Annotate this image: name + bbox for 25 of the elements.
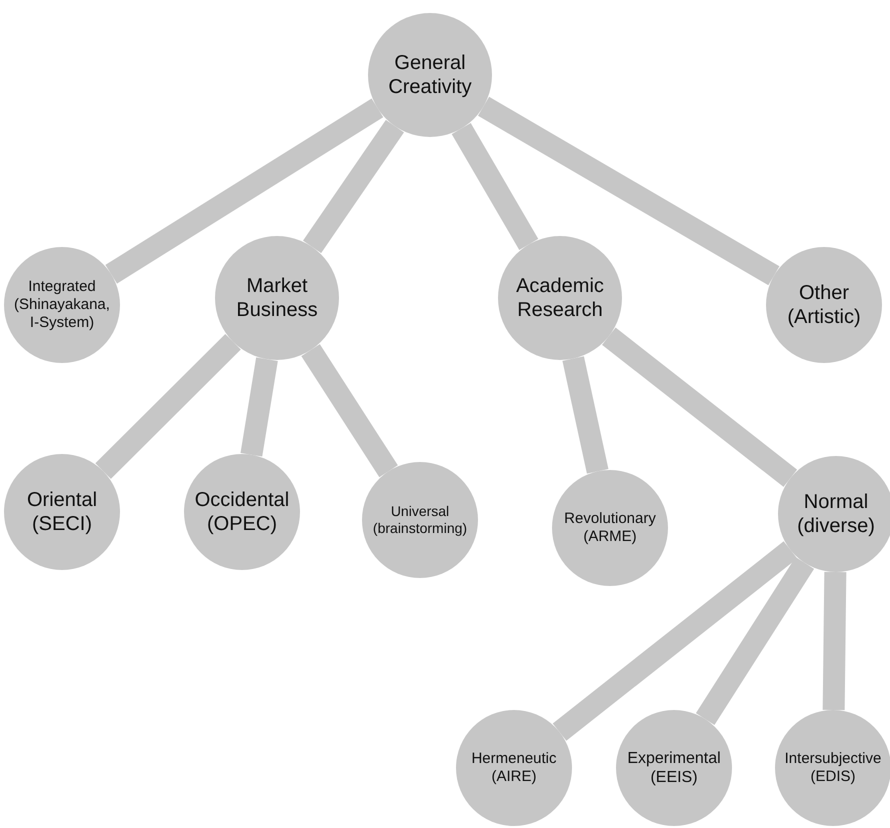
connector-line — [552, 541, 798, 741]
connector-line — [822, 572, 846, 710]
connector-line — [478, 96, 780, 286]
node-label: Revolutionary (ARME) — [563, 510, 657, 546]
node-label: Intersubjective (EDIS) — [784, 750, 882, 786]
node-label: Academic Research — [515, 274, 605, 322]
node-label: Normal (diverse) — [796, 490, 876, 538]
connector-line — [452, 123, 538, 250]
node-label: General Creativity — [387, 51, 473, 99]
node-label: Occidental (OPEC) — [194, 488, 290, 536]
node-label: Market Business — [235, 274, 319, 322]
connector-line — [240, 357, 278, 457]
connector-line — [696, 557, 814, 725]
node-label: Experimental (EEIS) — [626, 748, 722, 788]
connector-line — [303, 120, 404, 254]
connector-line — [301, 344, 398, 478]
connector-line — [562, 356, 608, 474]
node-label: Hermeneutic (AIRE) — [470, 750, 558, 786]
connector-line — [602, 328, 798, 487]
node-label: Oriental (SECI) — [26, 488, 98, 536]
connector-line — [95, 334, 241, 479]
connector-line — [105, 98, 384, 284]
node-label: Integrated (Shinayakana, I-System) — [14, 278, 110, 332]
node-label: Other (Artistic) — [786, 281, 862, 329]
node-label: Universal (brainstorming) — [372, 503, 468, 537]
